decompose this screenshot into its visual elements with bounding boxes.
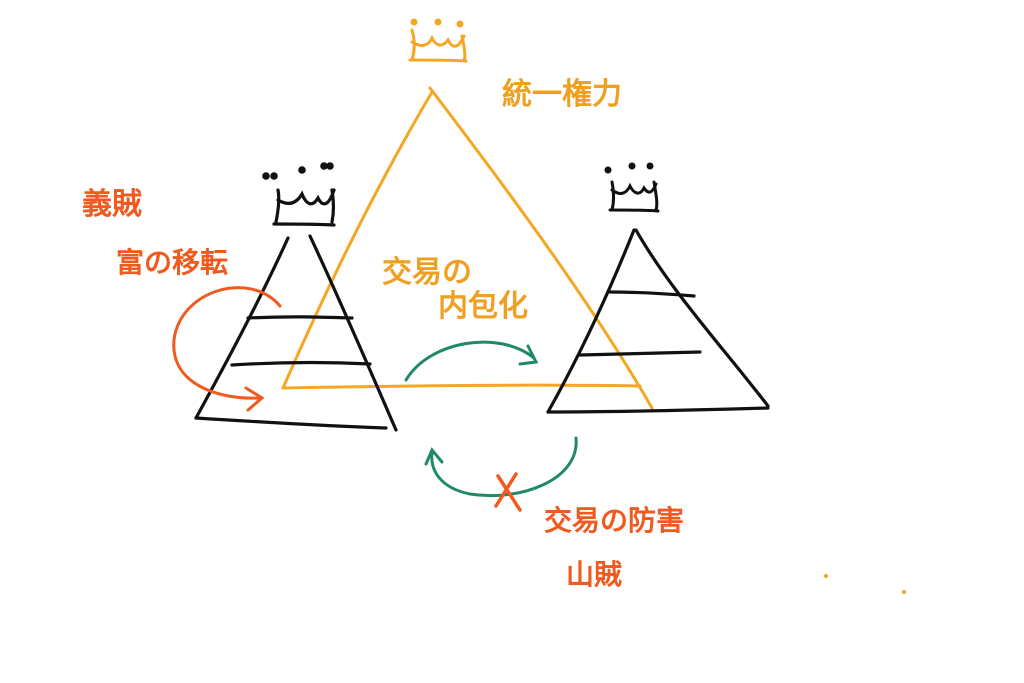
- crown-icon-left: [262, 162, 336, 227]
- trade-internalization-arrow: [404, 340, 539, 382]
- label-mountain-bandit: 山賊: [566, 558, 622, 591]
- label-trade-obstruct: 交易の防害: [544, 504, 684, 537]
- crown-icon-right: [604, 162, 660, 213]
- label-trade-internal-1: 交易の: [382, 255, 472, 290]
- right-pyramid: [546, 228, 770, 414]
- label-bandit-left: 義賊: [82, 187, 142, 222]
- trade-obstruction-arrow: [424, 436, 578, 498]
- crown-icon-top: [408, 18, 468, 63]
- unified-power-triangle: [281, 86, 654, 410]
- label-trade-internal-2: 内包化: [438, 289, 528, 324]
- label-unification: 統一権力: [502, 77, 622, 112]
- blocked-x-mark: [494, 472, 522, 512]
- stray-dot: [902, 590, 906, 594]
- label-wealth-transfer: 富の移転: [116, 246, 228, 279]
- stray-dot: [824, 574, 828, 578]
- left-pyramid: [194, 234, 398, 432]
- wealth-transfer-arrow: [172, 286, 282, 412]
